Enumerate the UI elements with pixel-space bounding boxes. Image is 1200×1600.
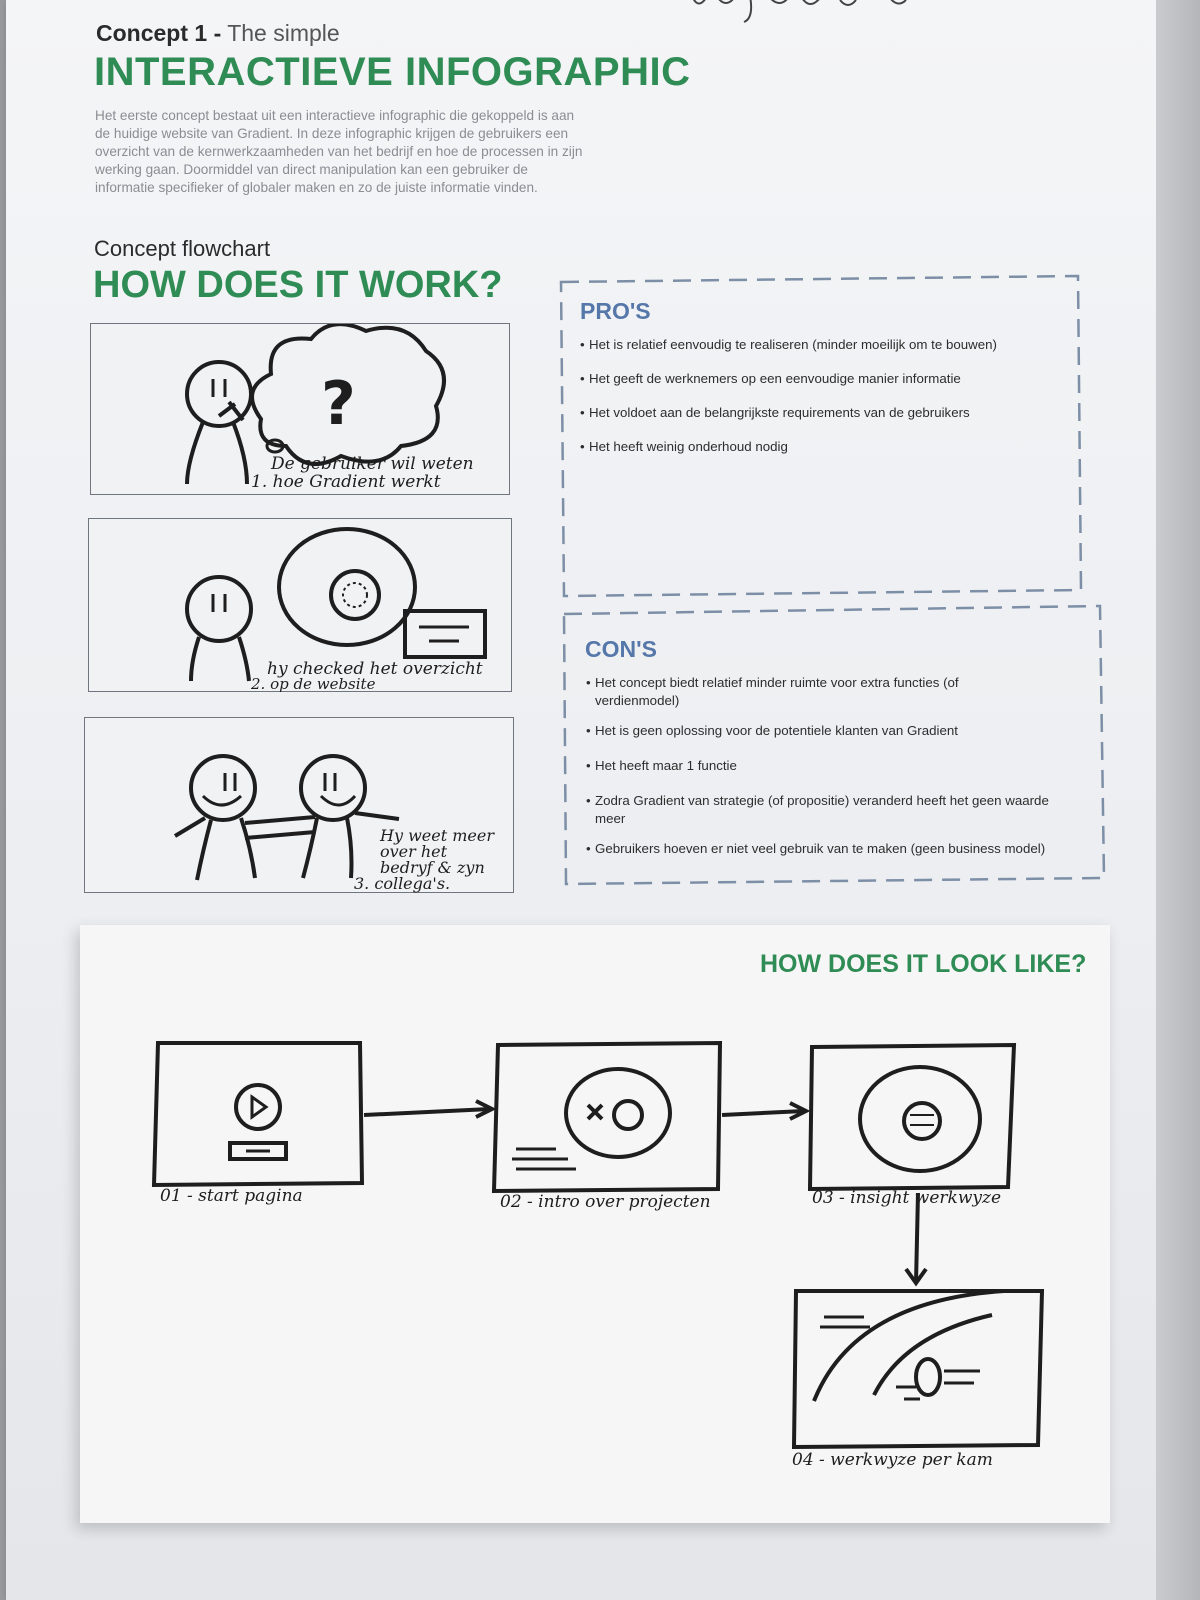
panel-1-caption-line2: 1. hoe Gradient werkt xyxy=(251,472,441,492)
step-label-2: 02 - intro over projecten xyxy=(500,1192,711,1212)
cons-box-border xyxy=(562,604,1106,886)
handwriting-scribble xyxy=(692,0,907,23)
concept-label: Concept 1 - xyxy=(96,20,222,46)
cons-item: Het concept biedt relatief minder ruimte… xyxy=(586,674,995,710)
flowchart-title: HOW DOES IT WORK? xyxy=(93,264,503,306)
wireframe-start-page xyxy=(151,1041,365,1188)
step-label-3: 03 - insight werkwyze xyxy=(812,1188,1002,1208)
cons-list: Het concept biedt relatief minder ruimte… xyxy=(586,674,1086,858)
sketch-user-website xyxy=(185,527,487,682)
intro-line: de huidige website van Gradient. In deze… xyxy=(95,126,569,141)
wireframe-intro-projects xyxy=(491,1040,723,1194)
intro-line: Het eerste concept bestaat uit een inter… xyxy=(95,108,575,123)
pros-item: Het is relatief eenvoudig te realiseren … xyxy=(580,336,1060,354)
arrow-1 xyxy=(363,1107,491,1117)
flowchart-subtitle: Concept flowchart xyxy=(94,236,271,261)
sketch-user-thinking: ? xyxy=(185,324,446,485)
concept-heading: Concept 1 - The simple xyxy=(96,20,340,47)
cons-item: Het heeft maar 1 functie xyxy=(586,757,1086,775)
play-icon xyxy=(234,1083,282,1131)
background-shadow xyxy=(1156,0,1200,1600)
wireframe-insight xyxy=(807,1042,1017,1192)
wireframe-sketches xyxy=(151,1040,1045,1450)
pros-item: Het geeft de werknemers op een eenvoudig… xyxy=(580,370,1060,388)
arrow-2 xyxy=(721,1109,805,1117)
storyboard-panel-3: Hy weet meer over het bedryf & zyn 3. co… xyxy=(84,717,514,893)
intro-line: informatie specifieker of globaler maken… xyxy=(95,180,538,195)
panel-3-caption-line3: bedryf & zyn xyxy=(380,858,485,877)
cons-heading: CON'S xyxy=(585,636,657,662)
look-card xyxy=(80,925,1110,1523)
look-title: HOW DOES IT LOOK LIKE? xyxy=(760,950,1087,978)
pros-heading: PRO'S xyxy=(580,298,651,324)
cons-item: Zodra Gradient van strategie (of proposi… xyxy=(586,792,1055,828)
panel-2-caption-line1: hy checked het overzicht xyxy=(267,659,483,679)
intro-line: werking gaan. Doormiddel van direct mani… xyxy=(95,162,528,177)
cons-item: Gebruikers hoeven er niet veel gebruik v… xyxy=(586,840,1086,858)
panel-3-caption-line2: over het xyxy=(380,842,448,861)
pros-box-border xyxy=(559,274,1083,598)
panel-3-caption: Hy weet meer over het bedryf & zyn 3. co… xyxy=(354,826,494,892)
panel-2-caption-line2: 2. op de website xyxy=(251,675,376,693)
pros-item: Het heeft weinig onderhoud nodig xyxy=(580,438,1060,456)
concept-sub: The simple xyxy=(227,20,340,46)
wireframe-werkwijze xyxy=(791,1289,1045,1450)
step-label-1: 01 - start pagina xyxy=(160,1186,303,1206)
intro-paragraph: Het eerste concept bestaat uit een inter… xyxy=(95,107,655,197)
storyboard-panel-2: hy checked het overzicht 2. op de websit… xyxy=(88,518,512,693)
pros-list: Het is relatief eenvoudig te realiseren … xyxy=(580,336,1060,456)
arrow-3 xyxy=(914,1192,920,1284)
page-title: INTERACTIEVE INFOGRAPHIC xyxy=(94,50,691,94)
storyboard-panel-1: ? De gebruiker wil weten 1. hoe Gradient… xyxy=(90,323,510,495)
panel-1-caption-line1: De gebruiker wil weten xyxy=(271,454,474,474)
pros-item: Het voldoet aan de belangrijkste require… xyxy=(580,404,1060,422)
cons-item: Het is geen oplossing voor de potentiele… xyxy=(586,722,1086,740)
intro-line: overzicht van de kernwerkzaamheden van h… xyxy=(95,144,583,159)
panel-3-caption-line1: Hy weet meer xyxy=(380,826,494,845)
panel-3-caption-line4: 3. collega's. xyxy=(354,874,451,893)
sketch-users-together xyxy=(173,754,400,881)
svg-text:?: ? xyxy=(321,369,356,439)
step-label-4: 04 - werkwyze per kam xyxy=(792,1450,993,1470)
